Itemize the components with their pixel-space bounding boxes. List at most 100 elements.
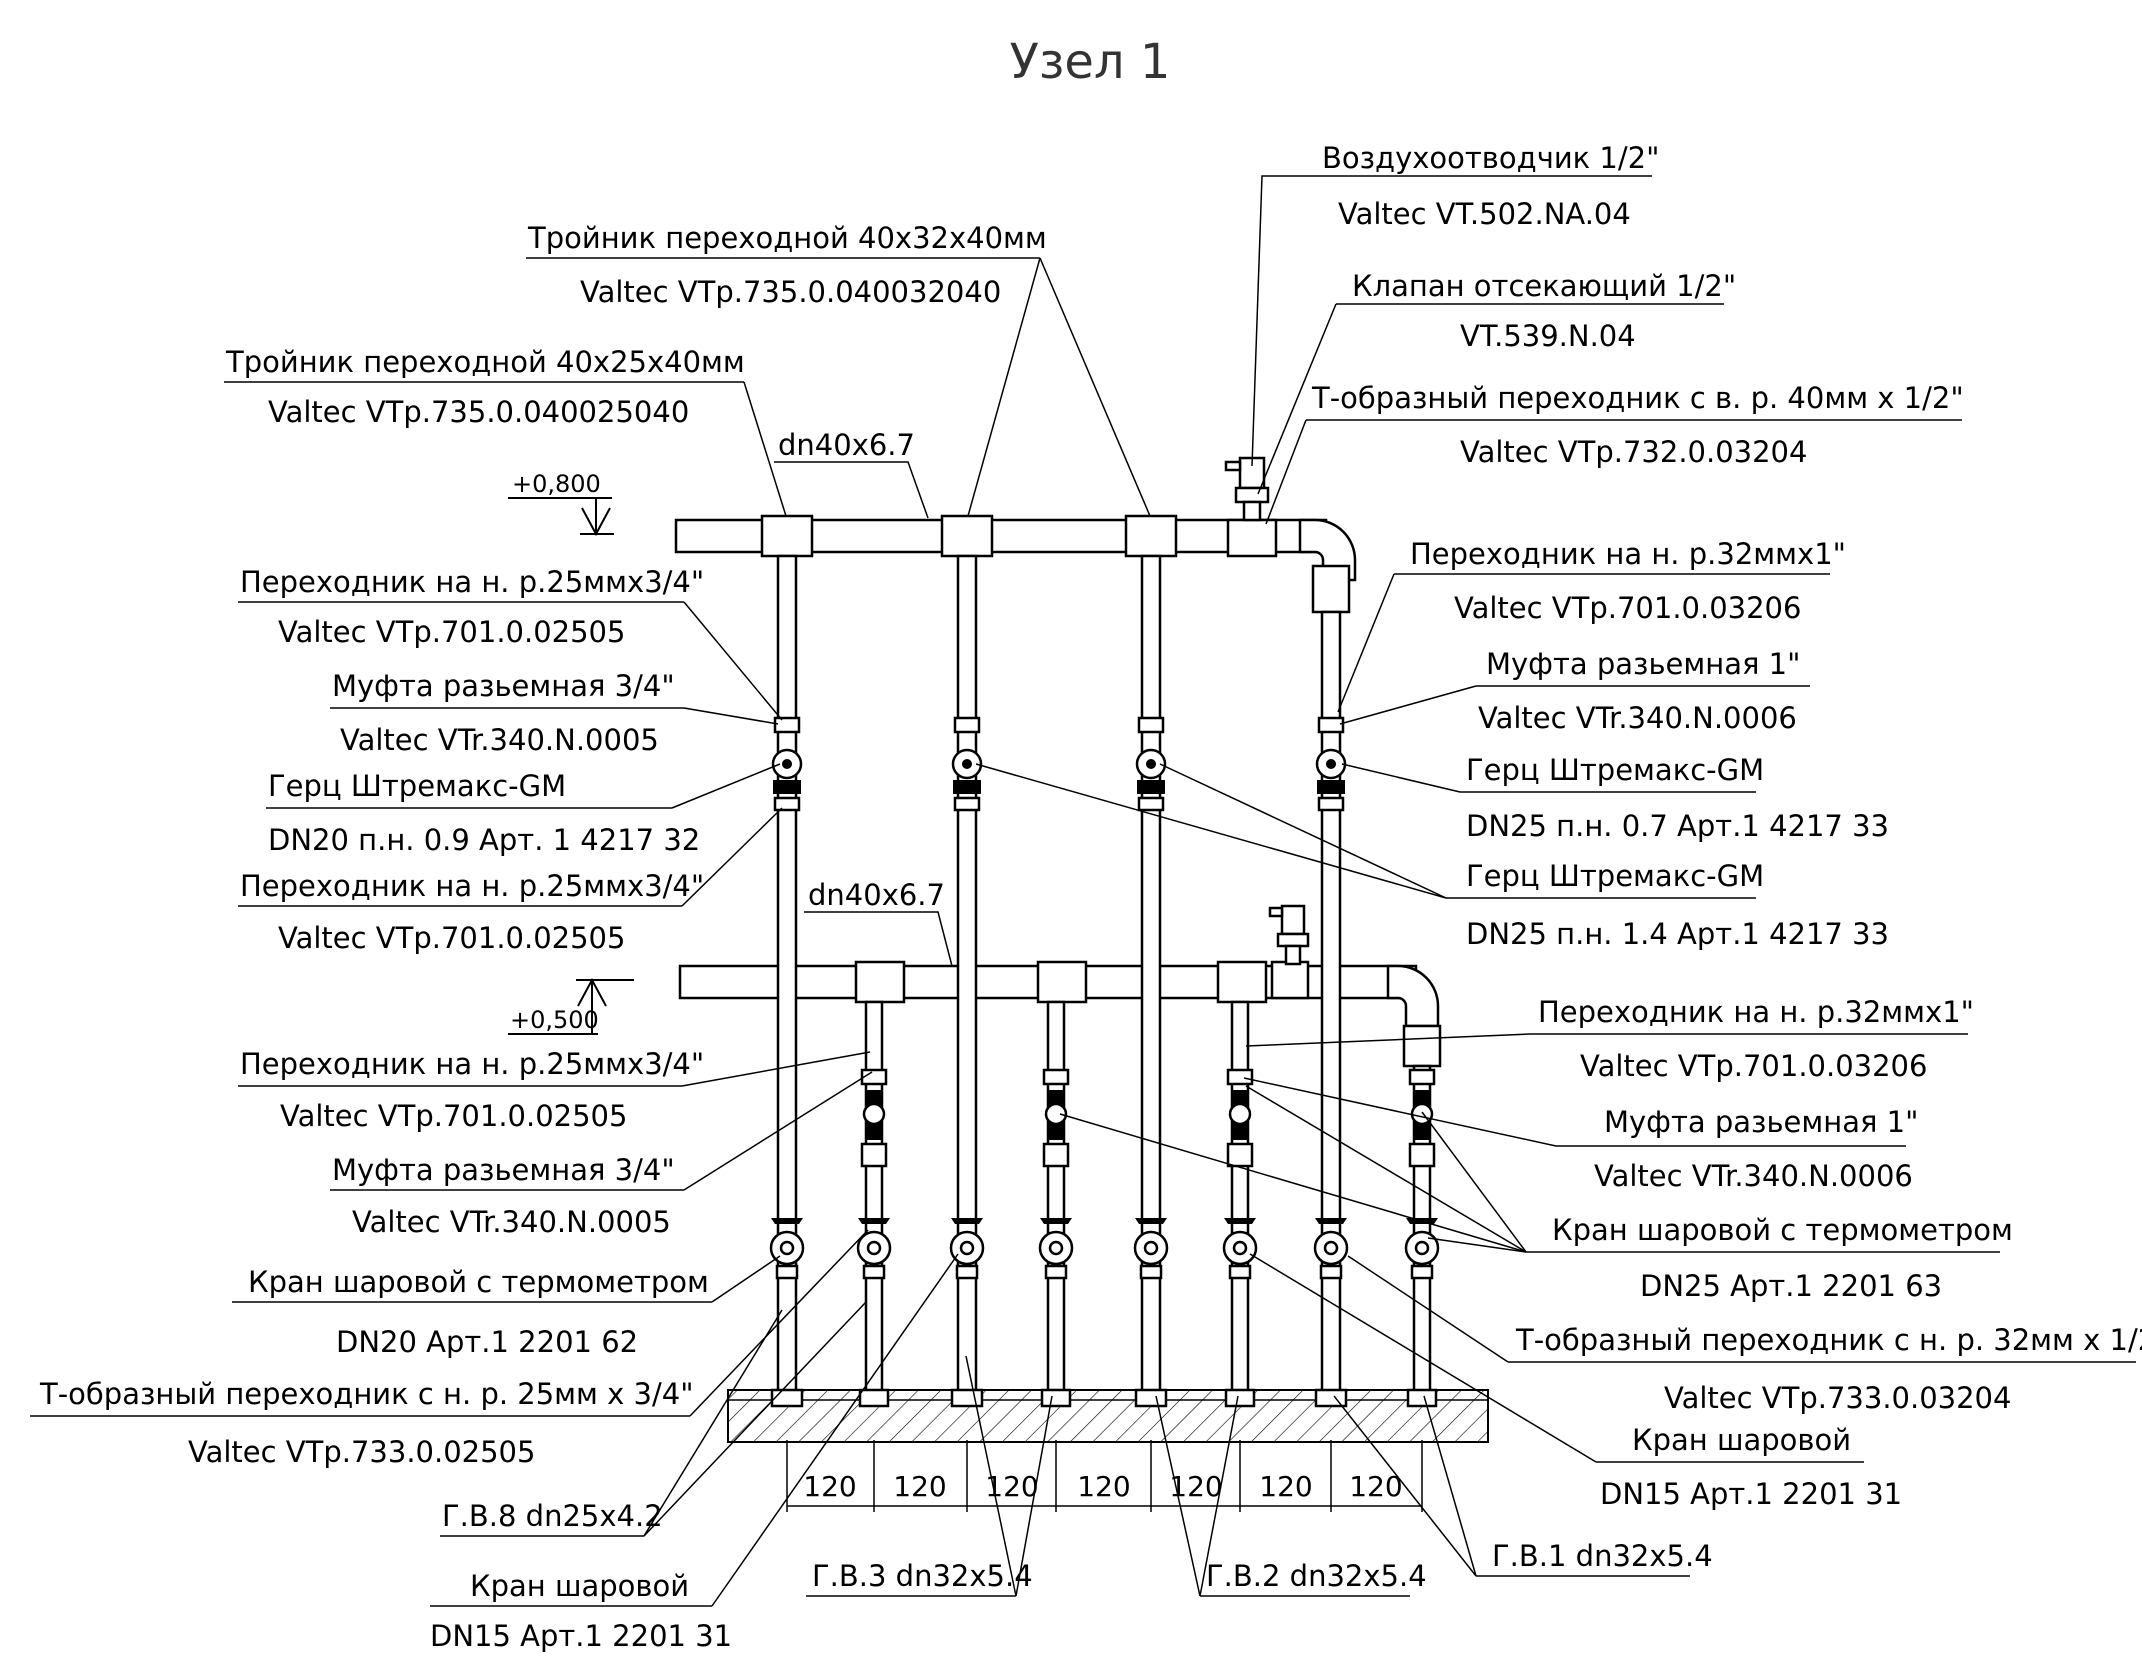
svg-text:Тройник переходной 40x32x40мм: Тройник переходной 40x32x40мм bbox=[527, 221, 1047, 255]
level-mark-upper: +0,800 bbox=[508, 470, 614, 537]
svg-text:VT.539.N.04: VT.539.N.04 bbox=[1460, 319, 1636, 353]
label-tee-40-25: Тройник переходной 40x25x40мм Valtec VTp… bbox=[224, 345, 787, 517]
label-t-adapter-top: Т-образный переходник с в. р. 40мм х 1/2… bbox=[1265, 381, 1964, 525]
lower-valve-icons bbox=[860, 1068, 1436, 1168]
svg-text:Кран шаровой с термометром: Кран шаровой с термометром bbox=[248, 1265, 709, 1299]
svg-text:Valtec VTp.733.0.02505: Valtec VTp.733.0.02505 bbox=[188, 1435, 535, 1469]
dim-2: 120 bbox=[893, 1470, 946, 1503]
svg-text:Герц Штремакс-GM: Герц Штремакс-GM bbox=[268, 769, 566, 803]
svg-text:Valtec VTp.735.0.040032040: Valtec VTp.735.0.040032040 bbox=[580, 275, 1001, 309]
label-shutoff-valve: Клапан отсекающий 1/2" VT.539.N.04 bbox=[1257, 269, 1736, 495]
label-adapter-25-mid: Переходник на н. р.25ммх3/4" Valtec VTp.… bbox=[238, 807, 783, 955]
svg-text:Т-образный переходник с н. р.: Т-образный переходник с н. р. 32мм х 1/2… bbox=[1515, 1323, 2142, 1357]
label-herz-dn25-07: Герц Штремакс-GM DN25 п.н. 0.7 Арт.1 421… bbox=[1341, 753, 1889, 843]
dim-5: 120 bbox=[1169, 1470, 1222, 1503]
riser-gv1: Г.В.1 dn32x5.4 bbox=[1333, 1395, 1713, 1577]
svg-text:DN15 Арт.1 2201 31: DN15 Арт.1 2201 31 bbox=[1600, 1477, 1902, 1511]
pipe-label-upper: dn40x6.7 bbox=[774, 428, 929, 519]
svg-text:DN25 Арт.1 2201 63: DN25 Арт.1 2201 63 bbox=[1640, 1269, 1942, 1303]
upper-header-pipe bbox=[674, 514, 1357, 614]
svg-text:Муфта разьемная 1": Муфта разьемная 1" bbox=[1486, 647, 1800, 681]
level-mark-lower: +0,500 bbox=[508, 977, 634, 1035]
svg-text:Переходник на н. р.32ммх1": Переходник на н. р.32ммх1" bbox=[1410, 537, 1846, 571]
label-ball-dn15-right: Кран шаровой DN15 Арт.1 2201 31 bbox=[1249, 1253, 1902, 1511]
svg-text:Т-образный переходник с н. р.: Т-образный переходник с н. р. 25мм х 3/4… bbox=[39, 1377, 694, 1411]
svg-text:DN20 Арт.1 2201 62: DN20 Арт.1 2201 62 bbox=[336, 1325, 638, 1359]
label-coupling-1-top: Муфта разьемная 1" Valtec VTr.340.N.0006 bbox=[1339, 647, 1810, 735]
svg-text:Переходник на н. р.25ммх3/4": Переходник на н. р.25ммх3/4" bbox=[240, 565, 704, 599]
dim-1: 120 bbox=[803, 1470, 856, 1503]
dim-7: 120 bbox=[1349, 1470, 1402, 1503]
riser-gv3: Г.В.3 dn32x5.4 bbox=[806, 1355, 1053, 1597]
label-ball-dn15-left: Кран шаровой DN15 Арт.1 2201 31 bbox=[430, 1253, 959, 1653]
herz-valve-icons bbox=[771, 716, 1347, 812]
svg-text:Кран шаровой: Кран шаровой bbox=[1632, 1423, 1851, 1457]
label-adapter-32-top: Переходник на н. р.32ммх1" Valtec VTp.70… bbox=[1337, 537, 1846, 713]
label-tee-40-32: Тройник переходной 40x32x40мм Valtec VTp… bbox=[526, 221, 1151, 517]
lower-header-pipe bbox=[678, 960, 1442, 1068]
label-adapter-25-low: Переходник на н. р.25ммх3/4" Valtec VTp.… bbox=[238, 1047, 871, 1133]
pipe-label-lower: dn40x6.7 bbox=[804, 878, 953, 967]
svg-text:DN25 п.н. 0.7 Арт.1 4217 33: DN25 п.н. 0.7 Арт.1 4217 33 bbox=[1466, 809, 1889, 843]
level-lower-text: +0,500 bbox=[510, 1006, 599, 1034]
svg-text:Переходник на н. р.25ммх3/4": Переходник на н. р.25ммх3/4" bbox=[240, 1047, 704, 1081]
label-air-vent: Воздухоотводчик 1/2" Valtec VT.502.NA.04 bbox=[1251, 141, 1659, 467]
dim-4: 120 bbox=[1077, 1470, 1130, 1503]
floor-slab bbox=[727, 1389, 1489, 1443]
dim-3: 120 bbox=[985, 1470, 1038, 1503]
riser-gv8: Г.В.8 dn25x4.2 bbox=[440, 1301, 867, 1537]
label-herz-dn25-14: Герц Штремакс-GM DN25 п.н. 1.4 Арт.1 421… bbox=[975, 763, 1889, 951]
svg-text:Valtec VTp.733.0.03204: Valtec VTp.733.0.03204 bbox=[1664, 1381, 2011, 1415]
svg-text:Valtec VTr.340.N.0006: Valtec VTr.340.N.0006 bbox=[1478, 701, 1797, 735]
svg-text:Г.В.2 dn32x5.4: Г.В.2 dn32x5.4 bbox=[1206, 1559, 1427, 1593]
label-coupling-1-low: Муфта разьемная 1" Valtec VTr.340.N.0006 bbox=[1243, 1077, 1918, 1193]
label-t-adapter-32: Т-образный переходник с н. р. 32мм х 1/2… bbox=[1347, 1255, 2142, 1415]
svg-text:dn40x6.7: dn40x6.7 bbox=[808, 878, 945, 912]
svg-text:Т-образный переходник с в. р.: Т-образный переходник с в. р. 40мм х 1/2… bbox=[1311, 381, 1964, 415]
svg-text:Тройник переходной 40x25x40мм: Тройник переходной 40x25x40мм bbox=[225, 345, 745, 379]
svg-text:Valtec VTp.732.0.03204: Valtec VTp.732.0.03204 bbox=[1460, 435, 1807, 469]
label-t-adapter-25: Т-образный переходник с н. р. 25мм х 3/4… bbox=[30, 1229, 869, 1469]
svg-text:Переходник на н. р.32ммх1": Переходник на н. р.32ммх1" bbox=[1538, 995, 1974, 1029]
label-adapter-32-low: Переходник на н. р.32ммх1" Valtec VTp.70… bbox=[1245, 995, 1974, 1083]
svg-text:Герц Штремакс-GM: Герц Штремакс-GM bbox=[1466, 753, 1764, 787]
riser-gv2: Г.В.2 dn32x5.4 bbox=[1155, 1395, 1427, 1597]
air-vent-lower-icon bbox=[1268, 904, 1310, 966]
label-coupling-34-low: Муфта разьемная 3/4" Valtec VTr.340.N.00… bbox=[330, 1071, 873, 1239]
svg-text:Г.В.1 dn32x5.4: Г.В.1 dn32x5.4 bbox=[1492, 1539, 1713, 1573]
svg-text:Valtec VTp.701.0.02505: Valtec VTp.701.0.02505 bbox=[278, 921, 625, 955]
dimension-line: 120 120 120 120 120 120 120 bbox=[786, 1440, 1423, 1512]
label-coupling-34-top: Муфта разьемная 3/4" Valtec VTr.340.N.00… bbox=[330, 669, 779, 757]
label-herz-dn20: Герц Штремакс-GM DN20 п.н. 0.9 Арт. 1 42… bbox=[266, 763, 781, 857]
svg-text:Valtec VTp.701.0.02505: Valtec VTp.701.0.02505 bbox=[280, 1099, 627, 1133]
label-adapter-25-top: Переходник на н. р.25ммх3/4" Valtec VTp.… bbox=[238, 565, 783, 721]
svg-text:Valtec VTp.701.0.03206: Valtec VTp.701.0.03206 bbox=[1454, 591, 1801, 625]
svg-text:Valtec VT.502.NA.04: Valtec VT.502.NA.04 bbox=[1338, 197, 1631, 231]
svg-text:Воздухоотводчик 1/2": Воздухоотводчик 1/2" bbox=[1322, 141, 1659, 175]
svg-text:Переходник на н. р.25ммх3/4": Переходник на н. р.25ммх3/4" bbox=[240, 869, 704, 903]
svg-text:Valtec VTp.735.0.040025040: Valtec VTp.735.0.040025040 bbox=[268, 395, 689, 429]
svg-text:Valtec VTp.701.0.03206: Valtec VTp.701.0.03206 bbox=[1580, 1049, 1927, 1083]
svg-text:DN20 п.н. 0.9 Арт. 1 4217 32: DN20 п.н. 0.9 Арт. 1 4217 32 bbox=[268, 823, 700, 857]
svg-text:Valtec VTr.340.N.0005: Valtec VTr.340.N.0005 bbox=[340, 723, 659, 757]
dim-6: 120 bbox=[1259, 1470, 1312, 1503]
air-vent-icon bbox=[1224, 456, 1270, 522]
drawing-title: Узел 1 bbox=[1010, 34, 1171, 90]
svg-text:Герц Штремакс-GM: Герц Штремакс-GM bbox=[1466, 859, 1764, 893]
svg-text:Муфта разьемная 3/4": Муфта разьемная 3/4" bbox=[332, 669, 675, 703]
svg-text:DN15 Арт.1 2201 31: DN15 Арт.1 2201 31 bbox=[430, 1619, 732, 1653]
svg-text:Муфта разьемная 1": Муфта разьемная 1" bbox=[1604, 1105, 1918, 1139]
svg-text:Клапан отсекающий 1/2": Клапан отсекающий 1/2" bbox=[1352, 269, 1736, 303]
svg-text:DN25 п.н. 1.4 Арт.1 4217 33: DN25 п.н. 1.4 Арт.1 4217 33 bbox=[1466, 917, 1889, 951]
svg-text:Valtec VTp.701.0.02505: Valtec VTp.701.0.02505 bbox=[278, 615, 625, 649]
level-upper-text: +0,800 bbox=[512, 470, 601, 498]
svg-text:Муфта разьемная 3/4": Муфта разьемная 3/4" bbox=[332, 1153, 675, 1187]
label-ball-thermo-dn25: Кран шаровой с термометром DN25 Арт.1 22… bbox=[1059, 1085, 2013, 1303]
svg-text:Valtec VTr.340.N.0006: Valtec VTr.340.N.0006 bbox=[1594, 1159, 1913, 1193]
svg-text:Valtec VTr.340.N.0005: Valtec VTr.340.N.0005 bbox=[352, 1205, 671, 1239]
label-ball-thermo-dn20: Кран шаровой с термометром DN20 Арт.1 22… bbox=[232, 1255, 781, 1359]
svg-text:dn40x6.7: dn40x6.7 bbox=[778, 428, 915, 462]
svg-text:Г.В.3 dn32x5.4: Г.В.3 dn32x5.4 bbox=[812, 1559, 1033, 1593]
riser-feet bbox=[770, 1388, 1438, 1408]
